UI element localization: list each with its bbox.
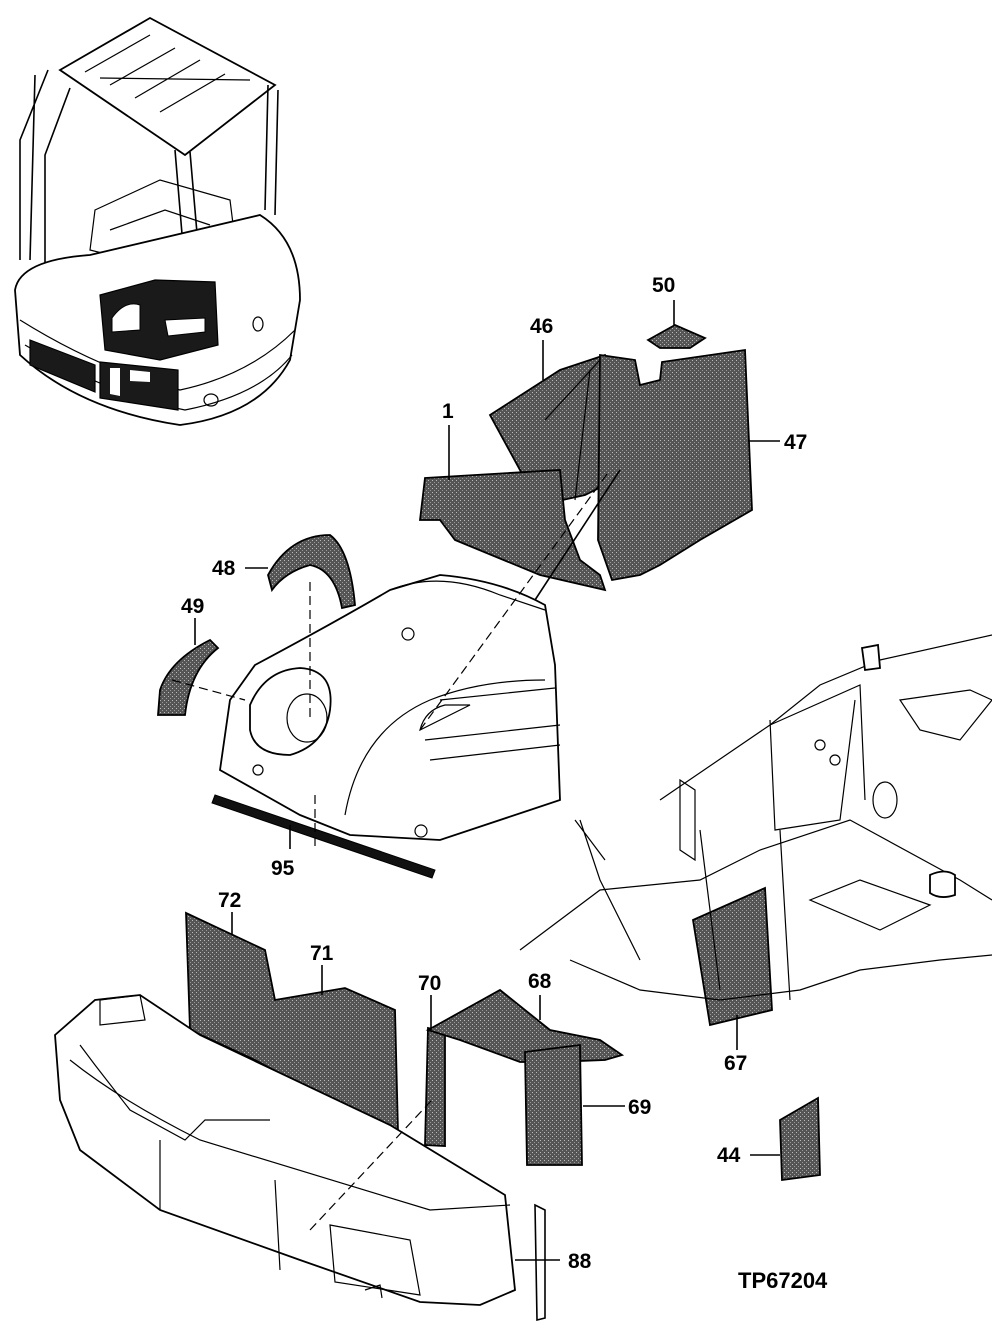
machine-overview-illustration	[14, 16, 301, 426]
callout-71: 71	[310, 942, 334, 965]
callout-48: 48	[212, 557, 236, 580]
callout-69: 69	[628, 1096, 651, 1119]
insulation-panels-top	[418, 323, 753, 592]
callout-50: 50	[652, 274, 675, 297]
callout-labels: 1 44 46 47 48 49 50 67 68 69 70 71 72 88…	[181, 274, 828, 1293]
callout-67: 67	[724, 1052, 747, 1075]
callout-1: 1	[442, 400, 454, 423]
callout-47: 47	[784, 431, 807, 454]
figure-id: TP67204	[738, 1268, 828, 1293]
counterweight-illustration	[54, 994, 546, 1322]
callout-72: 72	[218, 889, 241, 912]
side-cover-illustration	[211, 574, 561, 879]
callout-68: 68	[528, 970, 552, 993]
callout-88: 88	[568, 1250, 592, 1273]
insulation-panels-lower	[185, 886, 821, 1182]
callout-46: 46	[530, 315, 553, 338]
callout-49: 49	[181, 595, 204, 618]
callout-70: 70	[418, 972, 441, 995]
callout-44: 44	[717, 1144, 741, 1167]
leader-lines	[171, 300, 780, 1261]
callout-95: 95	[271, 857, 295, 880]
frame-illustration	[519, 634, 992, 1001]
small-trim-parts	[157, 534, 356, 716]
